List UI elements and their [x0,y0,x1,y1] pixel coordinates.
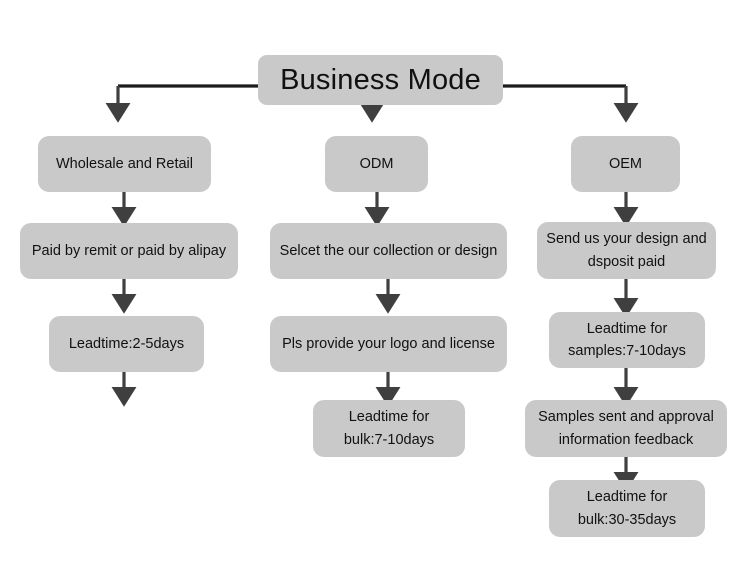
node-label: Business Mode [280,63,481,96]
node-label-line2: samples:7-10days [568,343,686,359]
node-label: Leadtime for [586,320,668,337]
node-oem-leadtime-samples[interactable]: Leadtime for samples:7-10days [549,312,705,368]
node-label: Samples sent and approval [538,409,714,426]
node-odm[interactable]: ODM [325,136,428,192]
node-leadtime-2-5days[interactable]: Leadtime:2-5days [49,316,204,372]
node-label: Pls provide your logo and license [282,335,495,352]
node-oem[interactable]: OEM [571,136,680,192]
node-select-collection-or-design[interactable]: Selcet the our collection or design [270,223,507,279]
node-label-line2: bulk:30-35days [577,511,677,528]
node-label-line2: dsposit paid [587,253,666,270]
node-label-line2: bulk:7-10days [343,431,435,448]
node-provide-logo-and-license[interactable]: Pls provide your logo and license [270,316,507,372]
node-label: Leadtime for [348,409,430,426]
node-wholesale-and-retail[interactable]: Wholesale and Retail [38,136,211,192]
node-label-line2: information feedback [558,431,694,448]
node-label: Wholesale and Retail [55,155,194,172]
node-label: Selcet the our collection or design [279,242,498,259]
node-label: OEM [608,155,643,172]
branch-arrows-odm [364,192,401,407]
node-oem-leadtime-bulk[interactable]: Leadtime for bulk:30-35days [549,480,705,537]
node-label: Send us your design and [546,231,707,248]
node-business-mode[interactable]: Business Mode [258,55,503,105]
node-samples-sent-approval-feedback[interactable]: Samples sent and approval information fe… [525,400,727,457]
node-label: Leadtime:2-5days [68,335,185,352]
node-paid-by-remit-or-alipay[interactable]: Paid by remit or paid by alipay [20,223,238,279]
node-odm-leadtime-bulk[interactable]: Leadtime for bulk:7-10days [313,400,465,457]
node-send-design-and-deposit[interactable]: Send us your design and dsposit paid [537,222,716,279]
node-label: ODM [359,155,394,172]
node-label: Leadtime for [586,489,668,506]
node-label: Paid by remit or paid by alipay [31,242,227,259]
